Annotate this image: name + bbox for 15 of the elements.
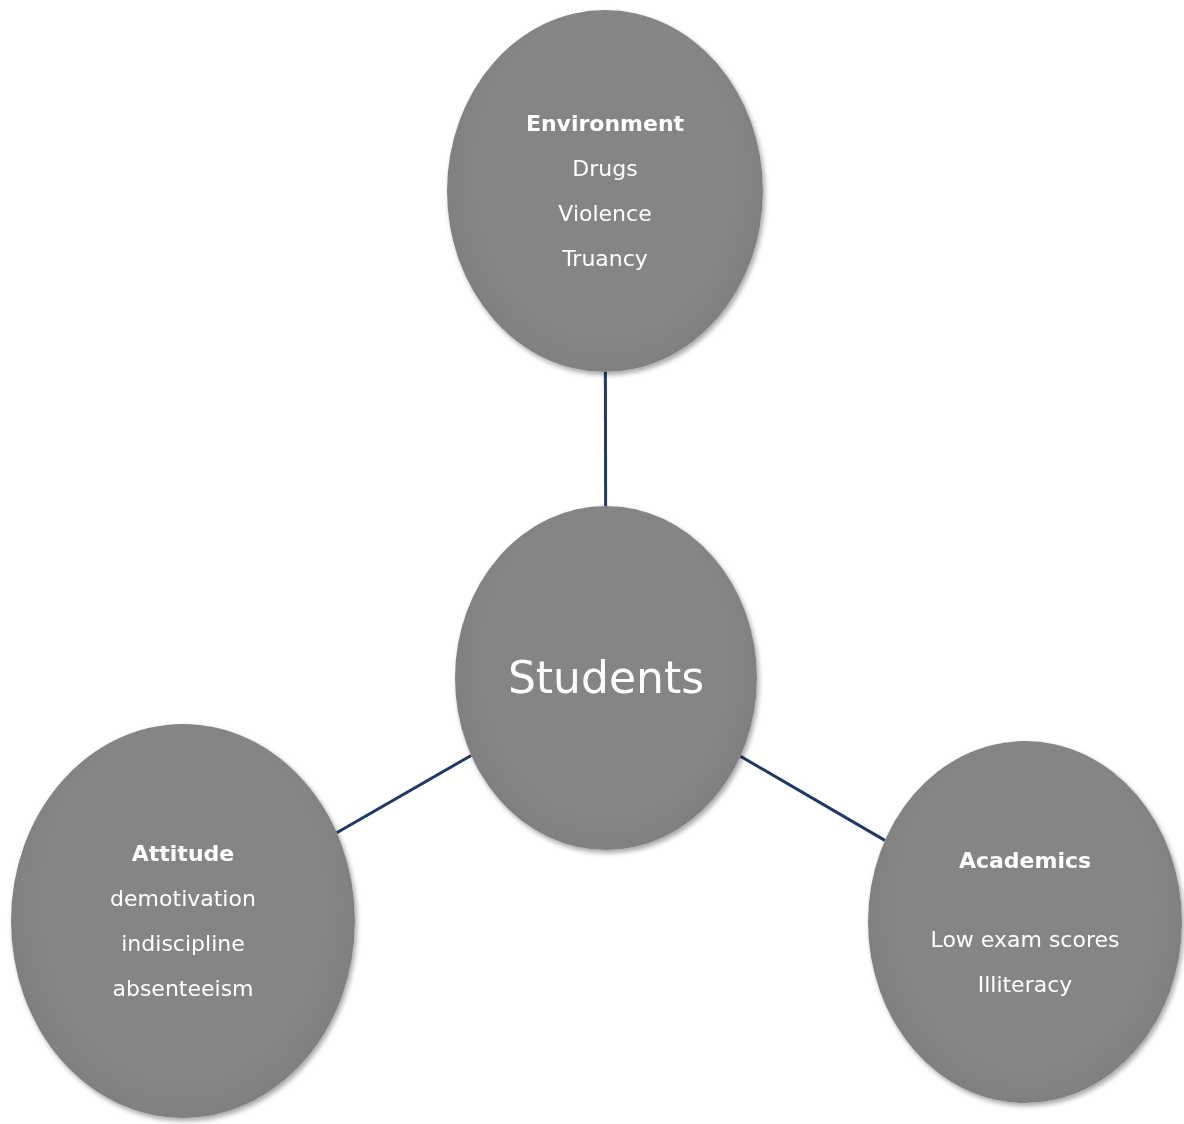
node-heading: Academics	[958, 846, 1092, 875]
node-heading: Environment	[525, 110, 685, 138]
connector-line	[603, 372, 608, 506]
node-heading: Attitude	[131, 840, 235, 868]
node-item: indiscipline	[121, 930, 245, 958]
node-item: Truancy	[562, 245, 648, 273]
node-item: Drugs	[572, 155, 638, 183]
node-item: Low exam scores	[930, 925, 1120, 954]
connector-line	[739, 755, 886, 842]
connector-line	[336, 754, 472, 834]
node-item: Illiteracy	[977, 970, 1073, 999]
node-title: Students	[507, 651, 705, 705]
node-item: Violence	[558, 200, 652, 228]
node-item: absenteeism	[112, 975, 254, 1003]
node-item: demotivation	[110, 885, 256, 913]
